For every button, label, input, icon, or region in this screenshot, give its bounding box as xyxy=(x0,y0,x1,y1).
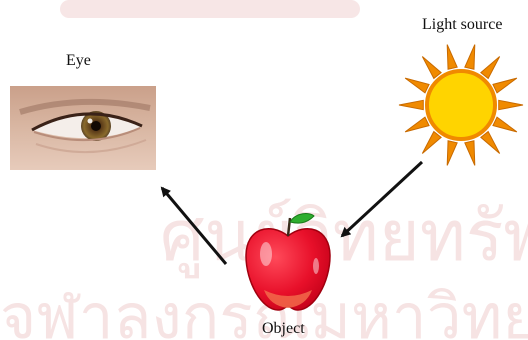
light-to-object-arrow xyxy=(342,162,422,236)
object-to-eye-arrow xyxy=(162,188,226,264)
